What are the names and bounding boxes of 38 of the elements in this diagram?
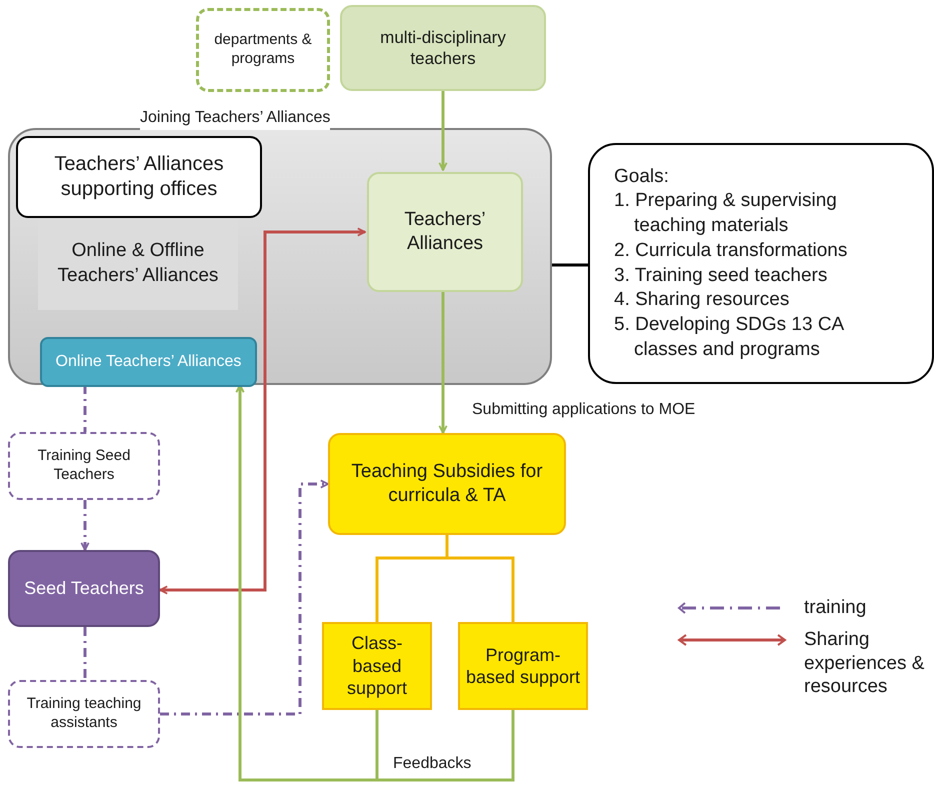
node-label: Teachers’ Alliances supporting offices xyxy=(53,152,225,202)
office-box xyxy=(16,136,262,218)
support-box xyxy=(322,622,432,710)
support-box xyxy=(458,622,588,710)
connector-arrow xyxy=(80,500,90,551)
goals-box xyxy=(588,143,934,384)
node-label: multi-disciplinary teachers xyxy=(379,26,507,70)
node-label: Teaching Subsidies for curricula & TA xyxy=(350,460,544,508)
connector-arrow xyxy=(236,384,514,782)
banner-bar xyxy=(40,337,257,387)
list-item: 5. Developing SDGs 13 CA classes and programs xyxy=(614,312,845,362)
list-item: 2. Curricula transformations xyxy=(614,238,848,263)
list-item: 4. Sharing resources xyxy=(614,288,790,312)
dashed-box xyxy=(196,8,330,92)
group-panel xyxy=(8,128,552,385)
node-label: departments & programs xyxy=(213,31,313,69)
node-label: Teachers’ Alliances xyxy=(403,208,487,256)
connector-arrow xyxy=(160,480,329,716)
training-box xyxy=(8,432,160,500)
legend-label: Sharing experiences & resources xyxy=(804,628,926,699)
list-heading: Goals: xyxy=(614,164,670,189)
process-box xyxy=(367,172,523,292)
connector-arrow xyxy=(438,290,448,434)
list-item: 3. Training seed teachers xyxy=(614,264,828,288)
process-box xyxy=(328,433,566,535)
training-box xyxy=(8,680,160,748)
connector-arrow xyxy=(159,228,366,594)
node-label: Training teaching assistants xyxy=(26,695,142,733)
node-label: Training Seed Teachers xyxy=(36,447,132,485)
node-label: Seed Teachers xyxy=(23,577,145,600)
process-box xyxy=(8,550,160,627)
node-label: Program-based support xyxy=(464,644,582,688)
list-item: 1. Preparing & supervising teaching materials xyxy=(614,189,838,238)
node-label: Online Teachers’ Alliances xyxy=(54,352,242,372)
connector-arrow xyxy=(438,91,448,171)
legend-label: training xyxy=(804,596,866,620)
process-box xyxy=(340,5,546,91)
node-label: Class-based support xyxy=(346,632,408,700)
